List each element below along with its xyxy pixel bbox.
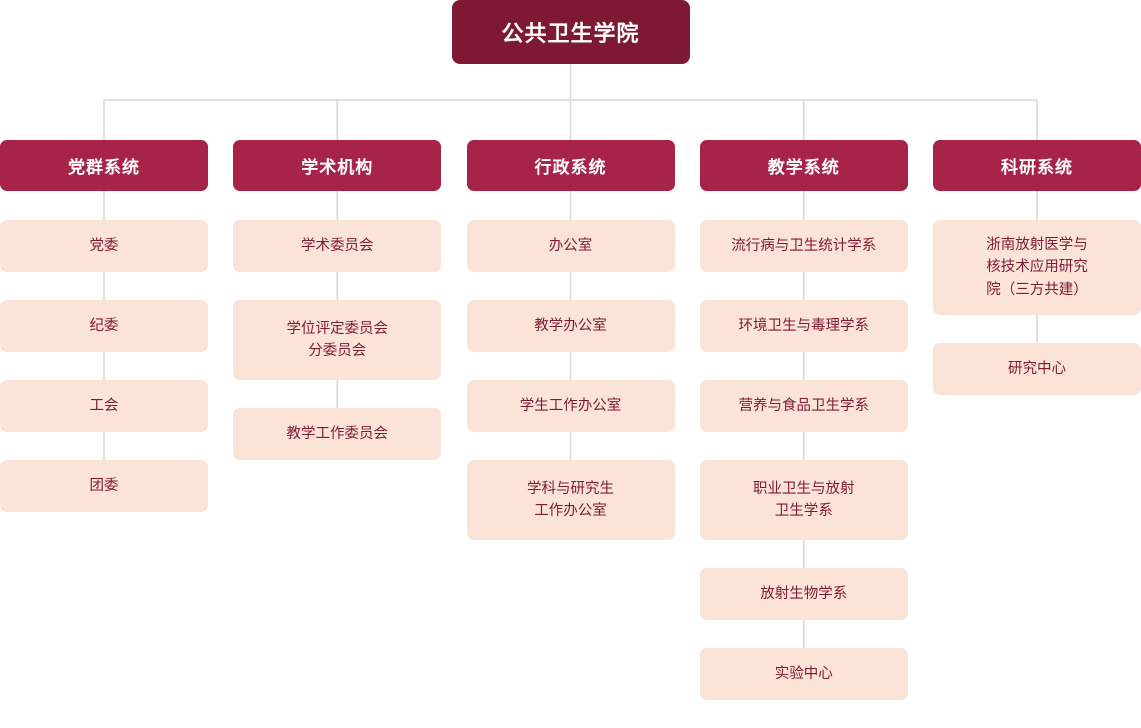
section-header-1[interactable]: 党群系统 xyxy=(0,140,208,191)
leaf-node[interactable]: 浙南放射医学与 核技术应用研究 院（三方共建） xyxy=(933,220,1141,315)
leaf-node[interactable]: 营养与食品卫生学系 xyxy=(699,380,908,432)
leaf-node[interactable]: 办公室 xyxy=(466,220,675,272)
leaf-node[interactable]: 环境卫生与毒理学系 xyxy=(699,300,908,352)
leaf-node[interactable]: 流行病与卫生统计学系 xyxy=(699,220,908,272)
column-5: 科研系统浙南放射医学与 核技术应用研究 院（三方共建） 研究中心 xyxy=(933,140,1141,423)
leaf-node[interactable]: 团委 xyxy=(0,460,208,512)
column-4: 教学系统流行病与卫生统计学系环境卫生与毒理学系营养与食品卫生学系职业卫生与放射 … xyxy=(699,140,908,728)
leaf-node[interactable]: 教学办公室 xyxy=(466,300,675,352)
leaf-node[interactable]: 教学工作委员会 xyxy=(233,408,442,460)
leaf-node[interactable]: 实验中心 xyxy=(699,648,908,700)
columns-container: 党群系统党委纪委工会团委学术机构学术委员会学位评定委员会 分委员会教学工作委员会… xyxy=(0,140,1141,728)
org-chart: 公共卫生学院 党群系统党委纪委工会团委学术机构学术委员会学位评定委员会 分委员会… xyxy=(0,0,1141,700)
root-node-wrapper: 公共卫生学院 xyxy=(0,0,1141,64)
leaf-node[interactable]: 学术委员会 xyxy=(233,220,442,272)
column-2: 学术机构学术委员会学位评定委员会 分委员会教学工作委员会 xyxy=(233,140,442,488)
column-1: 党群系统党委纪委工会团委 xyxy=(0,140,208,540)
leaf-node[interactable]: 学生工作办公室 xyxy=(466,380,675,432)
root-node-public-health-college[interactable]: 公共卫生学院 xyxy=(451,0,690,64)
leaf-node[interactable]: 纪委 xyxy=(0,300,208,352)
section-header-4[interactable]: 教学系统 xyxy=(699,140,908,191)
leaf-node[interactable]: 学位评定委员会 分委员会 xyxy=(233,300,442,380)
leaf-node[interactable]: 学科与研究生 工作办公室 xyxy=(466,460,675,540)
leaf-node[interactable]: 党委 xyxy=(0,220,208,272)
leaf-node[interactable]: 职业卫生与放射 卫生学系 xyxy=(699,460,908,540)
section-header-2[interactable]: 学术机构 xyxy=(233,140,442,191)
leaf-node[interactable]: 研究中心 xyxy=(933,343,1141,395)
leaf-node[interactable]: 工会 xyxy=(0,380,208,432)
section-header-3[interactable]: 行政系统 xyxy=(466,140,675,191)
leaf-node[interactable]: 放射生物学系 xyxy=(699,568,908,620)
section-header-5[interactable]: 科研系统 xyxy=(933,140,1141,191)
column-3: 行政系统办公室教学办公室学生工作办公室学科与研究生 工作办公室 xyxy=(466,140,675,568)
